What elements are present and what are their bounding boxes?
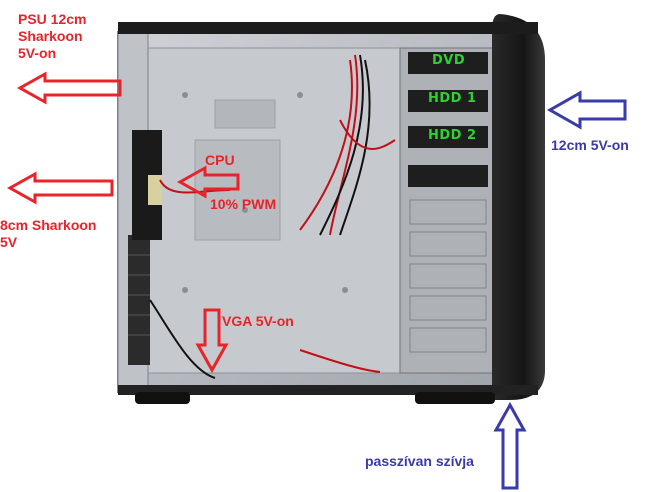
cpu-label: CPU <box>205 152 235 168</box>
psu-annotation: PSU 12cm Sharkoon 5V-on <box>18 11 86 62</box>
vga-label: VGA 5V-on <box>222 313 294 329</box>
case-body <box>117 31 511 393</box>
foot-left <box>135 392 190 404</box>
arrow-cpu <box>176 165 240 199</box>
bay-label-hdd2: HDD 2 <box>428 128 477 143</box>
psu-line-3: 5V-on <box>18 45 57 61</box>
cpu-pwm-label: 10% PWM <box>210 196 277 212</box>
side-fan-annotation: 8cm Sharkoon 5V <box>0 217 96 251</box>
side-fan <box>132 130 162 240</box>
bay-label-hdd1: HDD 1 <box>428 91 477 106</box>
front-bezel <box>492 14 545 400</box>
arrow-front-fan <box>546 90 627 130</box>
case-bottom <box>118 385 538 395</box>
arrow-psu <box>16 71 122 105</box>
front-fan-label: 12cm 5V-on <box>551 137 629 153</box>
arrow-vga <box>195 308 229 374</box>
foot-right <box>415 392 495 404</box>
psu-line-2: Sharkoon <box>18 28 83 44</box>
side-fan-line-2: 5V <box>0 234 18 250</box>
intake-label: passzívan szívja <box>365 453 474 469</box>
case-top <box>118 22 538 34</box>
psu-line-1: PSU 12cm <box>18 11 87 27</box>
side-fan-line-1: 8cm Sharkoon <box>0 217 97 233</box>
arrow-side-fan <box>6 171 114 205</box>
bay-label-dvd: DVD <box>432 53 466 68</box>
psu-cables <box>149 54 396 379</box>
arrow-intake <box>493 401 527 490</box>
